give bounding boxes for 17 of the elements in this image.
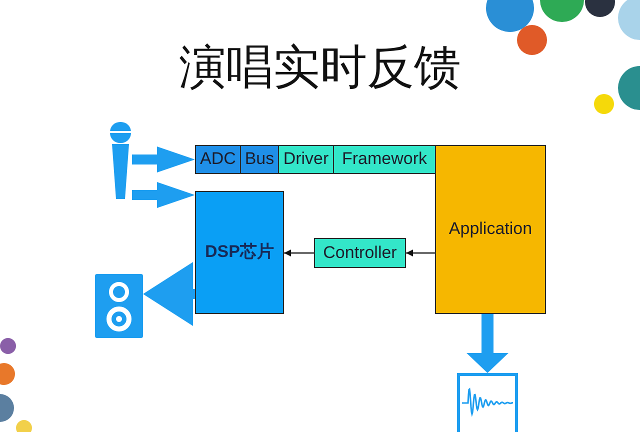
- waveform-picture: [457, 373, 518, 432]
- arrow: [406, 250, 435, 256]
- layer-box: Driver: [278, 145, 334, 174]
- arrow: [284, 250, 314, 256]
- block-arrow: [132, 182, 195, 208]
- speaker-icon: [95, 274, 143, 338]
- block-arrow: [466, 314, 508, 373]
- block-arrow: [132, 146, 195, 172]
- layer-box: Bus: [240, 145, 279, 174]
- block-arrow: [143, 262, 195, 326]
- process-box: Application: [435, 145, 546, 314]
- slide-title: 演唱实时反馈: [178, 43, 462, 93]
- layer-box: ADC: [195, 145, 241, 174]
- layer-box: Framework: [333, 145, 436, 174]
- process-box: Controller: [314, 238, 406, 268]
- process-box: DSP芯片: [195, 191, 284, 314]
- microphone-icon: [109, 122, 132, 199]
